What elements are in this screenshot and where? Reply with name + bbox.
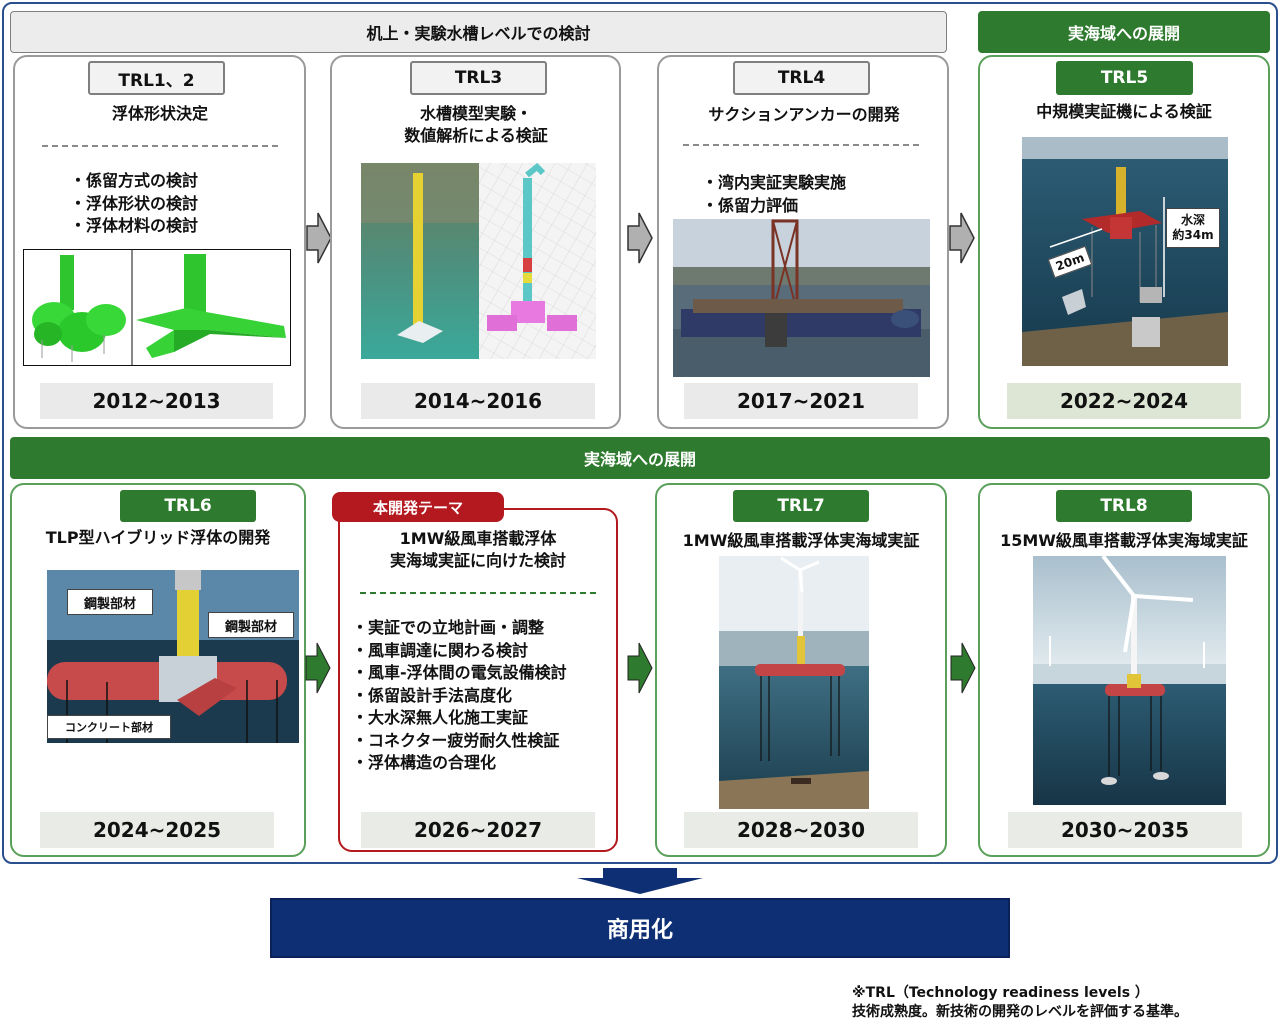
mid-scale-demo-illustration <box>1022 137 1228 366</box>
stage-title: 中規模実証機による検証 <box>1036 102 1212 121</box>
stage-years: 2022~2024 <box>1007 383 1241 419</box>
stage-years: 2012~2013 <box>40 383 273 419</box>
arrow-right-icon <box>626 211 654 265</box>
bullet-item: ・風車調達に関わる検討 <box>352 640 529 660</box>
title-line: 水槽模型実験・ <box>419 104 532 123</box>
stage-years: 2028~2030 <box>684 812 918 848</box>
divider <box>683 144 919 146</box>
divider <box>360 592 596 594</box>
arrow-down-icon <box>575 866 705 896</box>
bullet-item: ・係留力評価 <box>702 195 799 215</box>
stage-bullets: ・実証での立地計画・調整 ・風車調達に関わる検討 ・風車-浮体間の電気設備検討 … <box>352 617 614 775</box>
stage-years: 2030~2035 <box>1008 812 1242 848</box>
depth-label: 水深 約34m <box>1166 208 1220 248</box>
trl-badge: TRL4 <box>733 61 870 95</box>
roadmap-frame <box>2 2 1278 864</box>
stage-title: 水槽模型実験・ 数値解析による検証 <box>336 103 616 147</box>
stage-years: 2014~2016 <box>361 383 595 419</box>
stage-years: 2026~2027 <box>361 812 595 848</box>
bullet-item: ・実証での立地計画・調整 <box>352 618 545 637</box>
arrow-right-icon <box>948 211 976 265</box>
15mw-demo-svg <box>1033 556 1226 805</box>
arrow-right-icon <box>626 641 654 695</box>
trl-badge: TRL1、2 <box>88 61 225 95</box>
bullet-item: ・コネクター疲労耐久性検証 <box>352 730 560 750</box>
trl-footnote: ※TRL（Technology readiness levels ） 技術成熟度… <box>852 984 1272 1022</box>
lab-level-header: 机上・実験水槽レベルでの検討 <box>10 11 947 53</box>
bullet-item: ・浮体構造の合理化 <box>352 753 497 772</box>
steel-member-label: 鋼製部材 <box>208 612 294 638</box>
current-theme-card <box>338 508 618 852</box>
arrow-right-icon <box>305 211 333 265</box>
title-line: 実海域実証に向けた検討 <box>389 551 566 570</box>
depth-label-line: 約34m <box>1172 228 1214 242</box>
steel-member-label: 鋼製部材 <box>67 589 153 615</box>
sea-deployment-header-top: 実海域への展開 <box>978 11 1270 53</box>
tank-model-photo <box>361 163 596 359</box>
depth-label-line: 水深 <box>1180 213 1205 227</box>
trl-badge: TRL8 <box>1056 490 1192 522</box>
footnote-line: 技術成熟度。新技術の開発のレベルを評価する基準。 <box>852 1004 1188 1020</box>
float-shape-svg <box>32 250 286 365</box>
arrow-right-icon <box>304 641 332 695</box>
stage-title: 1MW級風車搭載浮体 実海域実証に向けた検討 <box>340 528 616 572</box>
bullet-item: ・湾内実証実験実施 <box>702 173 847 192</box>
concrete-member-label: コンクリート部材 <box>47 715 171 739</box>
1mw-demo-svg <box>719 556 869 809</box>
stage-title: 浮体形状決定 <box>111 104 208 123</box>
stage-years: 2024~2025 <box>40 812 274 848</box>
stage-title: サクションアンカーの開発 <box>708 105 900 124</box>
arrow-right-icon <box>949 641 977 695</box>
stage-title: 15MW級風車搭載浮体実海域実証 <box>1000 531 1248 550</box>
title-line: 数値解析による検証 <box>404 126 548 145</box>
commercialization-box: 商用化 <box>270 898 1010 958</box>
float-shape-illustration <box>23 249 291 366</box>
trl-badge: TRL7 <box>733 490 869 522</box>
sea-deployment-header-middle: 実海域への展開 <box>10 437 1270 479</box>
bullet-item: ・浮体形状の検討 <box>70 193 199 213</box>
suction-anchor-svg <box>673 219 930 377</box>
stage-trl1-2-card <box>13 55 306 429</box>
bullet-item: ・係留方式の検討 <box>70 171 199 190</box>
divider <box>42 145 278 147</box>
stage-bullets: ・湾内実証実験実施 ・係留力評価 <box>702 172 922 217</box>
suction-anchor-photo <box>673 219 930 377</box>
footnote-line: ※TRL（Technology readiness levels ） <box>852 985 1149 1001</box>
stage-years: 2017~2021 <box>684 383 918 419</box>
bullet-item: ・係留設計手法高度化 <box>352 685 513 705</box>
trl-badge: TRL3 <box>410 61 547 95</box>
title-line: 1MW級風車搭載浮体 <box>399 529 557 548</box>
15mw-demo-illustration <box>1033 556 1226 805</box>
bullet-item: ・浮体材料の検討 <box>70 216 199 235</box>
1mw-demo-illustration <box>719 556 869 809</box>
stage-title: 1MW級風車搭載浮体実海域実証 <box>682 531 920 550</box>
mid-scale-demo-svg <box>1022 137 1228 366</box>
stage-bullets: ・係留方式の検討 ・浮体形状の検討 ・浮体材料の検討 <box>70 170 290 238</box>
stage-title: TLP型ハイブリッド浮体の開発 <box>45 528 271 547</box>
current-theme-badge: 本開発テーマ <box>332 492 504 522</box>
trl-badge: TRL6 <box>120 490 256 522</box>
tank-model-svg <box>361 163 596 359</box>
trl-badge: TRL5 <box>1056 61 1193 95</box>
bullet-item: ・風車-浮体間の電気設備検討 <box>352 663 567 682</box>
bullet-item: ・大水深無人化施工実証 <box>352 708 529 727</box>
